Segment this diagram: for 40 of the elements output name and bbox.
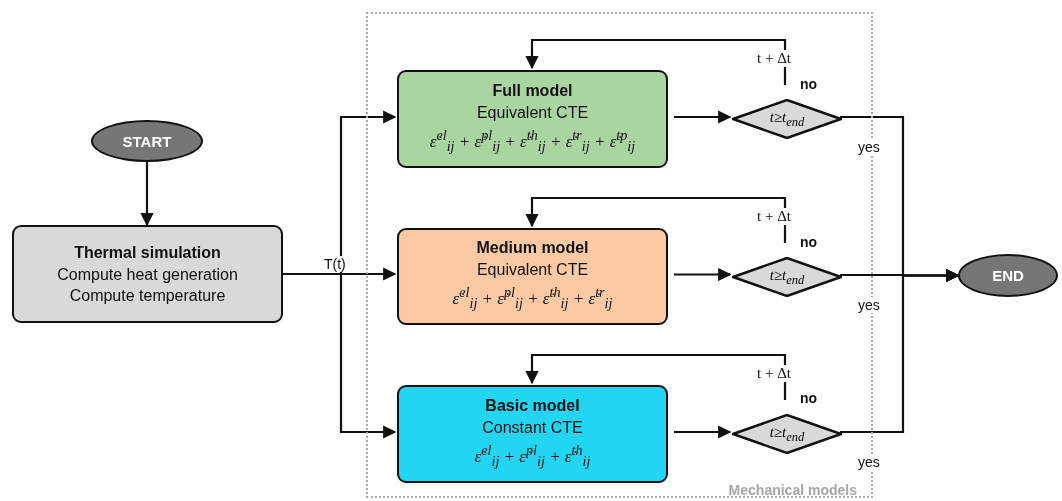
- edge-label: yes: [856, 297, 882, 313]
- box-heading: Full model: [492, 80, 573, 101]
- decision-diamond: [732, 99, 842, 139]
- branch-label: no: [800, 76, 818, 92]
- terminal-ellipse: END: [958, 254, 1058, 297]
- condition-text: t≥t$_{end}$: [769, 108, 805, 130]
- arrow: [140, 162, 154, 227]
- arrow: [525, 38, 787, 85]
- box-heading: Basic model: [485, 395, 580, 416]
- terminal-ellipse: START: [91, 120, 203, 162]
- arrow: [674, 267, 732, 282]
- box-text: Equivalent CTE: [476, 260, 589, 281]
- process-box: [397, 228, 668, 325]
- box-text: Compute temperature: [69, 286, 226, 306]
- arrow: [525, 196, 787, 243]
- edge-label: yes: [856, 139, 882, 155]
- branch-label: no: [800, 234, 818, 250]
- box-text: Compute heat generation: [57, 265, 238, 285]
- branch-label: no: [800, 390, 818, 406]
- process-box: [12, 225, 283, 323]
- arrow: [525, 353, 787, 400]
- box-heading: Thermal simulation: [74, 243, 221, 263]
- process-box: [397, 385, 668, 483]
- box-heading: Medium model: [476, 238, 589, 259]
- edge-label: t + Δt: [755, 208, 793, 225]
- decision-diamond: [732, 414, 842, 454]
- edge-label: t + Δt: [755, 50, 793, 67]
- box-text: Equivalent CTE: [476, 102, 589, 123]
- arrow: [674, 425, 732, 439]
- edge-label: T(t): [322, 256, 348, 272]
- decision-diamond: [732, 257, 842, 297]
- condition-text: t≥t$_{end}$: [769, 423, 805, 445]
- arrow: [674, 110, 732, 124]
- condition-text: t≥t$_{end}$: [769, 266, 805, 288]
- arrow: [840, 268, 960, 434]
- edge-label: t + Δt: [755, 365, 793, 382]
- box-text: Constant CTE: [482, 417, 583, 438]
- group-title: Mechanical models: [728, 482, 857, 498]
- process-box: [397, 70, 668, 168]
- edge-label: yes: [856, 454, 882, 470]
